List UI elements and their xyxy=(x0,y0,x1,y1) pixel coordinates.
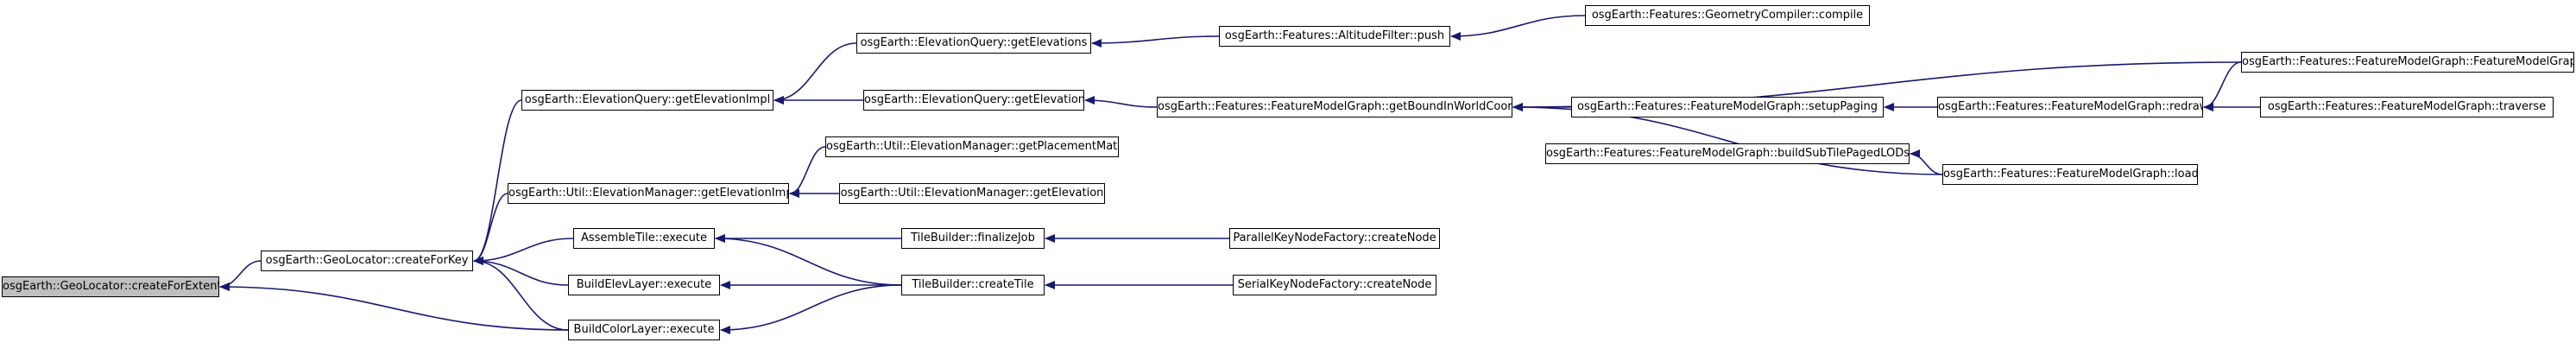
node-tilebuilder-createtile[interactable]: TileBuilder::createTile xyxy=(901,275,1045,295)
node-serialkeynodefactory-createnode[interactable]: SerialKeyNodeFactory::createNode xyxy=(1233,275,1436,295)
node-parallelkeynodefactory-createnode[interactable]: ParallelKeyNodeFactory::createNode xyxy=(1229,228,1440,249)
node-geolocator-createforextent[interactable]: osgEarth::GeoLocator::createForExtent xyxy=(2,276,219,297)
edge-tbct-to-bcl xyxy=(720,284,902,334)
node-featuremodelgraph-load[interactable]: osgEarth::Features::FeatureModelGraph::l… xyxy=(1942,164,2198,185)
node-elevationquery-getelevation[interactable]: osgEarth::ElevationQuery::getElevation xyxy=(863,90,1084,111)
edge-fmggb-to-eqge xyxy=(1084,96,1158,108)
node-elevationquery-getelevationimpl[interactable]: osgEarth::ElevationQuery::getElevationIm… xyxy=(521,90,773,111)
node-featuremodelgraph-redraw[interactable]: osgEarth::Features::FeatureModelGraph::r… xyxy=(1937,97,2203,117)
node-geolocator-createforkey[interactable]: osgEarth::GeoLocator::createForKey xyxy=(261,251,473,271)
node-featuremodelgraph-getboundinworldcoords[interactable]: osgEarth::Features::FeatureModelGraph::g… xyxy=(1157,97,1512,117)
node-buildelevlayer-execute[interactable]: BuildElevLayer::execute xyxy=(568,275,720,295)
edge-bcl-to-cfk xyxy=(473,257,569,331)
node-featuremodelgraph-featuremodelgraph[interactable]: osgEarth::Features::FeatureModelGraph::F… xyxy=(2241,52,2574,73)
edge-bcl-to-root xyxy=(219,282,569,331)
node-buildcolorlayer-execute[interactable]: BuildColorLayer::execute xyxy=(568,320,720,340)
node-altitudefilter-push[interactable]: osgEarth::Features::AltitudeFilter::push xyxy=(1219,26,1450,47)
node-tilebuilder-finalizejob[interactable]: TileBuilder::finalizeJob xyxy=(901,228,1045,249)
node-featuremodelgraph-traverse[interactable]: osgEarth::Features::FeatureModelGraph::t… xyxy=(2260,97,2554,117)
node-elevationquery-getelevations[interactable]: osgEarth::ElevationQuery::getElevations xyxy=(856,33,1091,54)
edge-eqges-to-eqgei xyxy=(773,42,857,105)
node-geometrycompiler-compile[interactable]: osgEarth::Features::GeometryCompiler::co… xyxy=(1585,5,1870,26)
node-assembletile-execute[interactable]: AssembleTile::execute xyxy=(573,228,715,249)
edge-tbct-to-ate xyxy=(715,234,902,286)
node-featuremodelgraph-buildsubtilepagedlods[interactable]: osgEarth::Features::FeatureModelGraph::b… xyxy=(1545,143,1910,164)
edge-bel-to-cfk xyxy=(473,257,569,286)
edge-fmgl-to-fmgbs xyxy=(1910,149,1943,175)
node-elevationmanager-getelevationimpl[interactable]: osgEarth::Util::ElevationManager::getEle… xyxy=(508,183,789,204)
node-elevationmanager-getplacementmatrix[interactable]: osgEarth::Util::ElevationManager::getPla… xyxy=(825,136,1119,157)
edge-afp-to-eqges xyxy=(1091,35,1220,48)
node-featuremodelgraph-setuppaging[interactable]: osgEarth::Features::FeatureModelGraph::s… xyxy=(1571,97,1884,117)
edge-ate-to-cfk xyxy=(473,238,574,265)
edge-gcc-to-afp xyxy=(1450,15,1586,41)
node-elevationmanager-getelevation[interactable]: osgEarth::Util::ElevationManager::getEle… xyxy=(839,183,1105,204)
